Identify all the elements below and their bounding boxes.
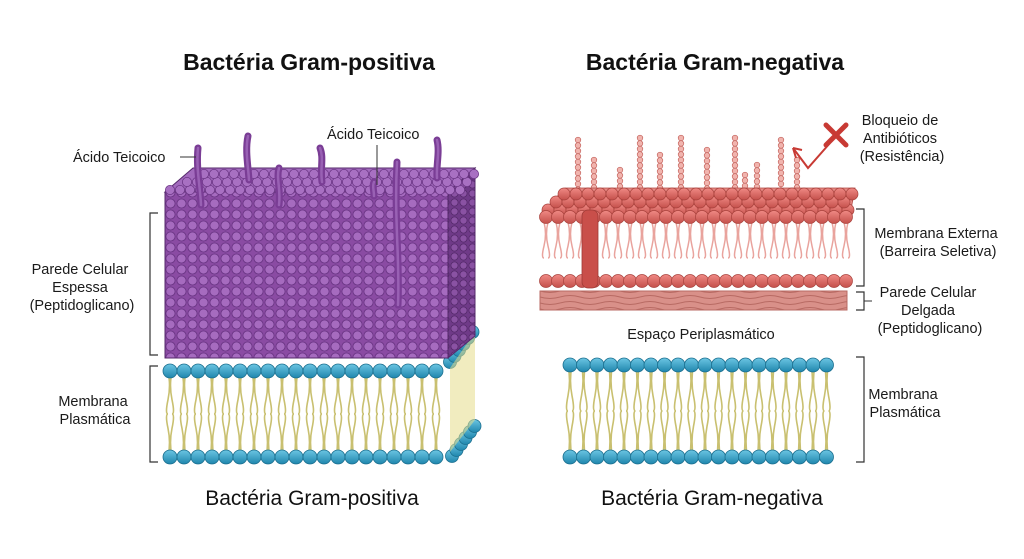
outer-membrane <box>539 187 859 289</box>
thick-peptidoglycan-wall <box>163 166 479 360</box>
cell-wall-label: Parede Celular Espessa (Peptidoglicano) <box>30 262 135 314</box>
left-membrane-bracket <box>149 365 158 463</box>
right-plasma-membrane <box>562 357 834 465</box>
periplasmic-space-label: Espaço Periplasmático <box>627 327 775 343</box>
gram-negative-illustration <box>539 134 859 465</box>
antibiotic-block-mark <box>792 122 849 170</box>
thin-wall-bracket <box>856 291 865 311</box>
gram-positive-illustration <box>162 132 482 465</box>
left-plasma-membrane <box>162 325 482 465</box>
right-membrane-bracket <box>856 356 865 463</box>
left-panel-title: Bactéria Gram-positiva <box>183 49 435 75</box>
left-caption: Bactéria Gram-positiva <box>205 487 419 510</box>
right-caption: Bactéria Gram-negativa <box>601 487 823 510</box>
right-panel-title: Bactéria Gram-negativa <box>586 49 844 75</box>
right-plasma-membrane-label: Membrana Plasmática <box>868 387 941 421</box>
outer-membrane-bracket <box>856 208 865 287</box>
teichoic-acid-label-top: Ácido Teicoico <box>327 126 419 143</box>
cell-wall-bracket <box>149 212 158 356</box>
thin-peptidoglycan-wall <box>539 290 848 311</box>
teichoic-acid-chains <box>193 132 442 309</box>
teichoic-acid-label-left: Ácido Teicoico <box>73 149 165 166</box>
left-plasma-membrane-label: Membrana Plasmática <box>58 394 131 428</box>
antibiotic-block-label: Bloqueio de Antibióticos (Resistência) <box>860 113 945 165</box>
porin-channel <box>581 209 599 289</box>
outer-membrane-label: Membrana Externa (Barreira Seletiva) <box>874 226 1001 260</box>
block-x-icon <box>823 122 849 148</box>
thin-wall-label: Parede Celular Delgada (Peptidoglicano) <box>878 285 983 337</box>
